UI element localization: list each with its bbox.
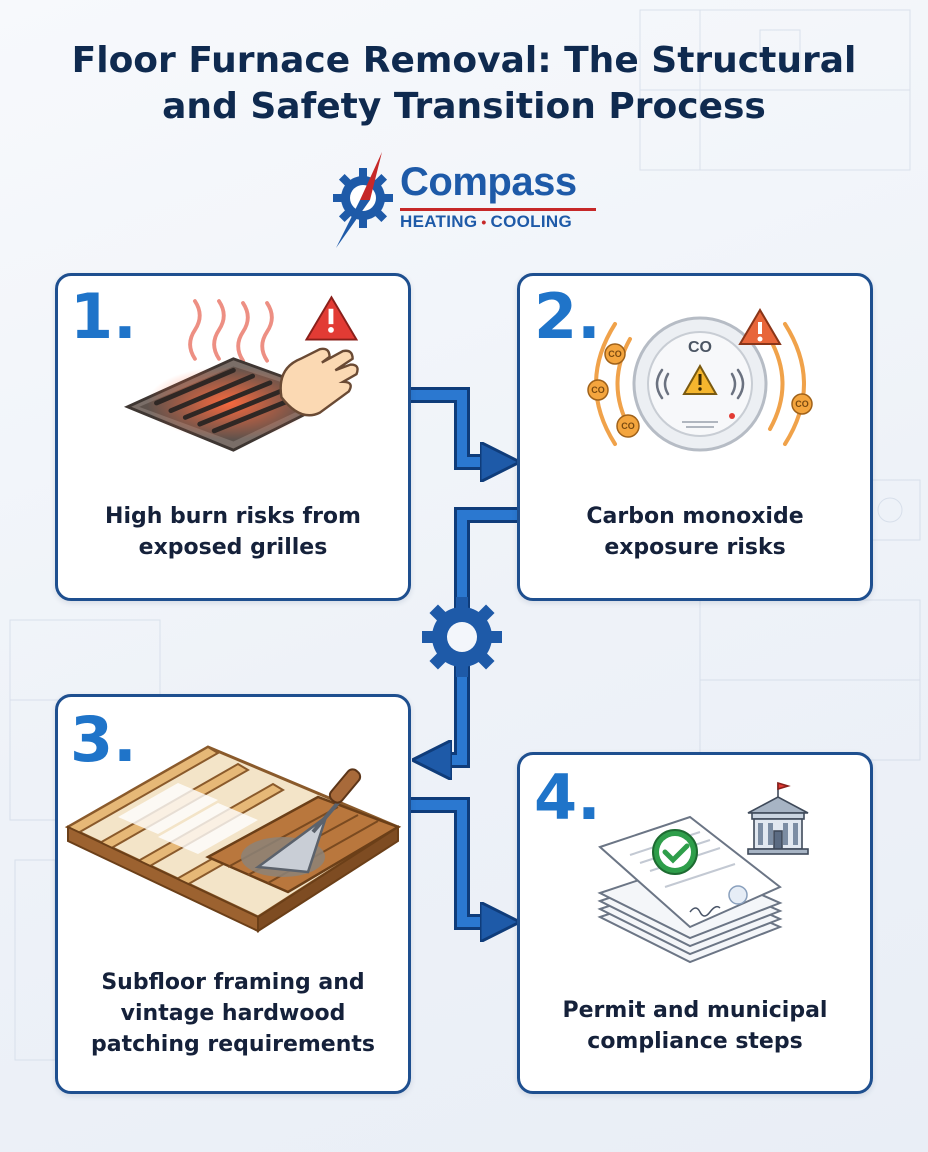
title-line-2: and Safety Transition Process [162, 86, 766, 127]
title-line-1: Floor Furnace Removal: The Structural [71, 40, 857, 81]
logo-sub-right: COOLING [490, 212, 572, 231]
step-number-3: 3. [70, 703, 137, 776]
step-3-caption-line-2: vintage hardwood [120, 1001, 346, 1026]
page-title: Floor Furnace Removal: The Structural an… [0, 38, 928, 130]
step-number-1: 1. [70, 280, 137, 353]
logo-sub-left: HEATING [400, 212, 478, 231]
hot-grille-hand-warning-icon [123, 295, 359, 452]
step-2-caption-line-2: exposure risks [604, 535, 786, 560]
step-number-2: 2. [534, 280, 601, 353]
step-3-caption-line-3: patching requirements [90, 1032, 376, 1057]
step-number-4: 4. [534, 761, 601, 834]
logo-brand: Compass [400, 160, 577, 204]
step-3-caption-line-1: Subfloor framing and [101, 970, 365, 995]
step-4-caption-line-1: Permit and municipal [562, 998, 828, 1023]
step-card-4: 4. [517, 752, 873, 1094]
logo-dot: • [481, 214, 487, 230]
permit-documents-building-icon [597, 781, 809, 964]
co-bubble-label: CO [591, 385, 605, 395]
step-card-2: 2. CO CO CO CO CO [517, 273, 873, 601]
step-caption-4: Permit and municipal compliance steps [530, 995, 860, 1057]
co-detector-label: CO [688, 339, 712, 356]
logo-subtitle: HEATING•COOLING [400, 212, 572, 232]
step-caption-1: High burn risks from exposed grilles [68, 501, 398, 563]
step-caption-3: Subfloor framing and vintage hardwood pa… [68, 967, 398, 1060]
step-card-1: 1. High burn risks from [55, 273, 411, 601]
step-card-3: 3. Subfloor framing and vintage hardwood… [55, 694, 411, 1094]
compass-logo: Compass HEATING•COOLING [330, 150, 610, 250]
compass-gear-icon [333, 152, 393, 248]
step-1-caption-line-2: exposed grilles [138, 535, 328, 560]
co-bubble-label: CO [608, 349, 622, 359]
co-detector-warning-icon: CO CO CO CO CO [587, 308, 813, 452]
co-bubble-label: CO [795, 399, 809, 409]
logo-underline [400, 208, 596, 211]
step-1-caption-line-1: High burn risks from [105, 504, 361, 529]
step-4-caption-line-2: compliance steps [587, 1029, 803, 1054]
step-2-caption-line-1: Carbon monoxide [586, 504, 804, 529]
step-caption-2: Carbon monoxide exposure risks [530, 501, 860, 563]
subfloor-trowel-icon [64, 745, 402, 933]
co-bubble-label: CO [621, 421, 635, 431]
